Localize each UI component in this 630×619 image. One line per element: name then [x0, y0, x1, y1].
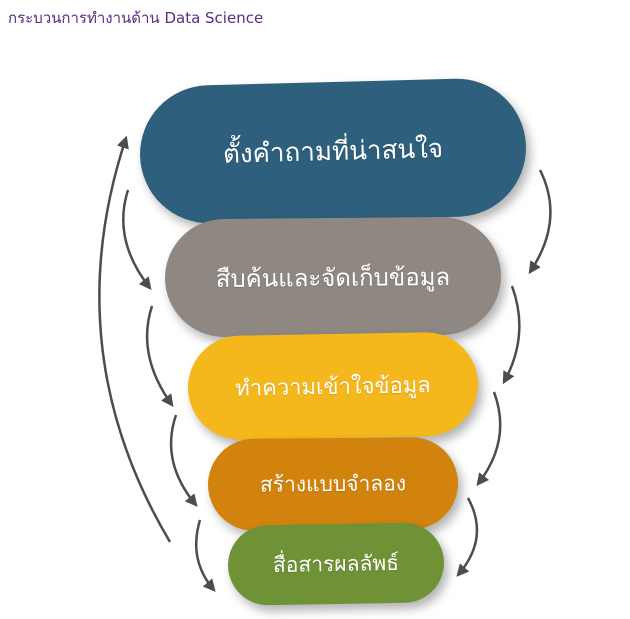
arrow-left-2 — [145, 305, 174, 408]
step-2-collect-data: สืบค้นและจัดเก็บข้อมูล — [164, 216, 502, 338]
arrow-return — [98, 135, 172, 543]
arrow-left-4 — [194, 519, 216, 592]
page-title: กระบวนการทำงานด้าน Data Science — [8, 9, 264, 27]
step-1-ask-question: ตั้งคำถามที่น่าสนใจ — [138, 76, 528, 226]
step-4-build-model: สร้างแบบจำลอง — [207, 436, 459, 532]
step-5-communicate-results: สื่อสารผลลัพธ์ — [227, 522, 445, 606]
step-4-label: สร้างแบบจำลอง — [259, 470, 407, 497]
arrow-left-3 — [169, 414, 198, 507]
arrow-right-2 — [502, 285, 521, 385]
step-2-label: สืบค้นและจัดเก็บข้อมูล — [215, 262, 451, 293]
arrow-right-3 — [476, 391, 502, 486]
step-1-label: ตั้งคำถามที่น่าสนใจ — [222, 133, 444, 170]
step-3-label: ทำความเข้าใจข้อมูล — [235, 372, 432, 402]
arrow-right-1 — [528, 169, 552, 275]
step-5-label: สื่อสารผลลัพธ์ — [272, 550, 400, 577]
arrow-right-4 — [456, 497, 479, 577]
arrow-left-1 — [122, 189, 152, 290]
step-3-understand-data: ทำความเข้าใจข้อมูล — [187, 331, 479, 441]
